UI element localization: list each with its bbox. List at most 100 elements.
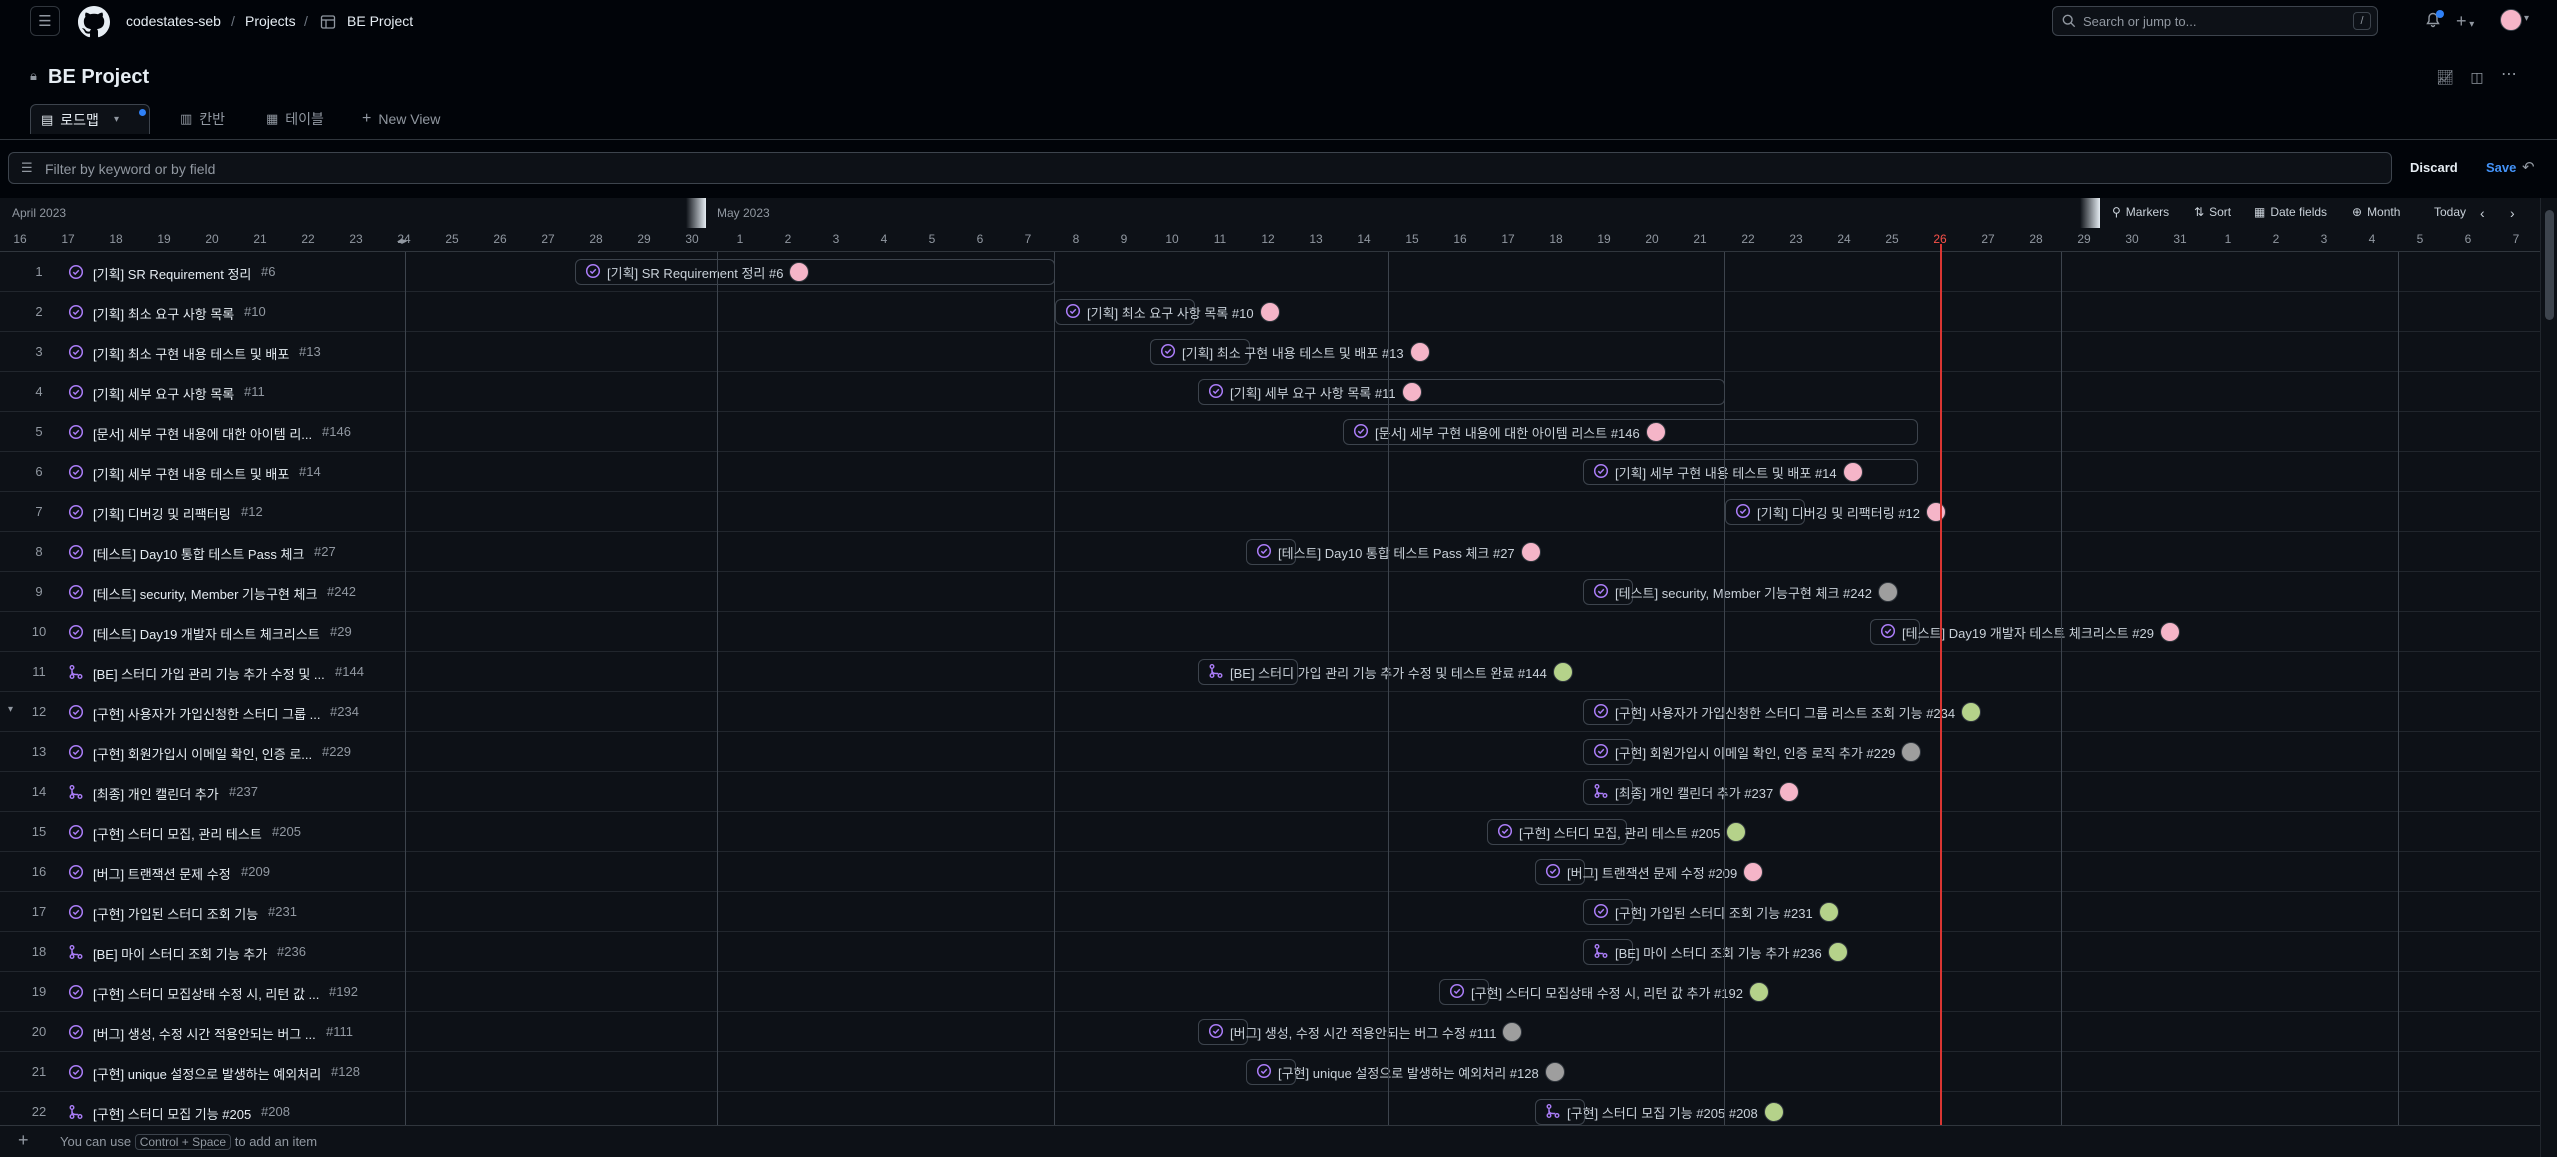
row-title[interactable]: [구현] unique 설정으로 발생하는 예외처리: [93, 1067, 322, 1082]
assignee-avatar[interactable]: [1779, 782, 1800, 802]
timeline-bar[interactable]: [1198, 1019, 1248, 1045]
zoom-button[interactable]: ⊕Month: [2352, 205, 2400, 219]
row-title[interactable]: [기획] 세부 요구 사항 목록: [93, 387, 235, 402]
table-row[interactable]: 6[기획] 세부 구현 내용 테스트 및 배포#14[기획] 세부 구현 내용 …: [0, 452, 2540, 492]
search-input[interactable]: Search or jump to... /: [2052, 6, 2378, 36]
vertical-scrollbar[interactable]: [2540, 198, 2557, 1157]
assignee-avatar[interactable]: [1520, 542, 1541, 562]
side-panel-icon[interactable]: ◫: [2470, 69, 2484, 85]
chevron-down-icon[interactable]: ▾: [113, 114, 119, 125]
row-title[interactable]: [버그] 트랜잭션 문제 수정: [93, 867, 231, 882]
table-row[interactable]: 16[버그] 트랜잭션 문제 수정#209[버그] 트랜잭션 문제 수정 #20…: [0, 852, 2540, 892]
tab-new-view[interactable]: + New View: [362, 104, 440, 134]
assignee-avatar[interactable]: [1401, 382, 1422, 402]
bar-label[interactable]: [문서] 세부 구현 내용에 대한 아이템 리스트 #146: [1353, 422, 1666, 442]
breadcrumb-org[interactable]: codestates-seb: [126, 13, 221, 29]
avatar[interactable]: [2500, 9, 2522, 31]
timeline-bar[interactable]: [1583, 739, 1633, 765]
assignee-avatar[interactable]: [1552, 662, 1573, 682]
row-title[interactable]: [기획] SR Requirement 정리: [93, 267, 252, 282]
expand-caret-icon[interactable]: ▾: [8, 704, 14, 715]
hamburger-menu-icon[interactable]: ☰: [30, 6, 60, 36]
table-row[interactable]: 19[구현] 스터디 모집상태 수정 시, 리턴 값 ...#192[구현] 스…: [0, 972, 2540, 1012]
assignee-avatar[interactable]: [1544, 1062, 1565, 1082]
bar-label[interactable]: [구현] 가입된 스터디 조회 기능 #231: [1593, 902, 1839, 922]
table-row[interactable]: 21[구현] unique 설정으로 발생하는 예외처리#128[구현] uni…: [0, 1052, 2540, 1092]
timeline-bar[interactable]: [1583, 699, 1633, 725]
table-row[interactable]: 3[기획] 최소 구현 내용 테스트 및 배포#13[기획] 최소 구현 내용 …: [0, 332, 2540, 372]
assignee-avatar[interactable]: [1726, 822, 1747, 842]
assignee-avatar[interactable]: [1818, 902, 1839, 922]
table-row[interactable]: 17[구현] 가입된 스터디 조회 기능#231[구현] 가입된 스터디 조회 …: [0, 892, 2540, 932]
assignee-avatar[interactable]: [1645, 422, 1666, 442]
table-row[interactable]: 15[구현] 스터디 모집, 관리 테스트#205[구현] 스터디 모집, 관리…: [0, 812, 2540, 852]
row-title[interactable]: [BE] 스터디 가입 관리 기능 추가 수정 및 ...: [93, 667, 325, 682]
bar-label[interactable]: [구현] 스터디 모집, 관리 테스트 #205: [1497, 822, 1747, 842]
row-title[interactable]: [테스트] Day10 통합 테스트 Pass 체크: [93, 547, 305, 562]
bar-label[interactable]: [기획] 세부 구현 내용 테스트 및 배포 #14: [1593, 462, 1863, 482]
chevron-left-icon[interactable]: ‹: [2480, 205, 2485, 221]
bar-label[interactable]: [기획] 최소 구현 내용 테스트 및 배포 #13: [1160, 342, 1430, 362]
timeline-bar[interactable]: [1583, 939, 1633, 965]
bar-label[interactable]: [기획] 최소 요구 사항 목록 #10: [1065, 302, 1280, 322]
scrollbar-thumb[interactable]: [2545, 210, 2554, 320]
timeline-bar[interactable]: [575, 259, 1055, 285]
breadcrumb-project[interactable]: BE Project: [347, 13, 414, 29]
assignee-avatar[interactable]: [1763, 1102, 1784, 1122]
table-row[interactable]: 2[기획] 최소 요구 사항 목록#10[기획] 최소 요구 사항 목록 #10: [0, 292, 2540, 332]
row-title[interactable]: [구현] 사용자가 가입신청한 스터디 그룹 ...: [93, 707, 321, 722]
notifications-button[interactable]: [2418, 6, 2448, 36]
more-options-icon[interactable]: ⋯: [2501, 66, 2517, 83]
bar-label[interactable]: [버그] 트랜잭션 문제 수정 #209: [1545, 862, 1764, 882]
bar-label[interactable]: [기획] 세부 요구 사항 목록 #11: [1208, 382, 1422, 402]
assignee-avatar[interactable]: [789, 262, 810, 282]
bar-label[interactable]: [테스트] Day10 통합 테스트 Pass 체크 #27: [1256, 542, 1541, 562]
row-title[interactable]: [기획] 최소 구현 내용 테스트 및 배포: [93, 347, 290, 362]
bar-label[interactable]: [구현] 회원가입시 이메일 확인, 인증 로직 추가 #229: [1593, 742, 1922, 762]
table-row[interactable]: 12[구현] 사용자가 가입신청한 스터디 그룹 ...#234[구현] 사용자…: [0, 692, 2540, 732]
row-title[interactable]: [문서] 세부 구현 내용에 대한 아이템 리...: [93, 427, 313, 442]
timeline-bar[interactable]: [1055, 299, 1195, 325]
bar-label[interactable]: [구현] unique 설정으로 발생하는 예외처리 #128: [1256, 1062, 1565, 1082]
bar-label[interactable]: [버그] 생성, 수정 시간 적용안되는 버그 수정 #111: [1208, 1022, 1523, 1042]
row-title[interactable]: [구현] 스터디 모집상태 수정 시, 리턴 값 ...: [93, 987, 320, 1002]
table-row[interactable]: 5[문서] 세부 구현 내용에 대한 아이템 리...#146[문서] 세부 구…: [0, 412, 2540, 452]
row-title[interactable]: [BE] 마이 스터디 조회 기능 추가: [93, 947, 268, 962]
plus-icon[interactable]: +: [18, 1130, 29, 1150]
save-button[interactable]: Save: [2486, 159, 2517, 175]
timeline-bar[interactable]: [1487, 819, 1627, 845]
breadcrumb-projects[interactable]: Projects: [245, 13, 296, 29]
markers-button[interactable]: ⚲Markers: [2112, 205, 2169, 219]
bar-label[interactable]: [BE] 마이 스터디 조회 기능 추가 #236: [1593, 942, 1848, 962]
bar-label[interactable]: [기획] SR Requirement 정리 #6: [585, 262, 810, 282]
sort-button[interactable]: ⇅Sort: [2194, 205, 2231, 219]
row-title[interactable]: [구현] 회원가입시 이메일 확인, 인증 로...: [93, 747, 313, 762]
assignee-avatar[interactable]: [1842, 462, 1863, 482]
timeline-bar[interactable]: [1535, 1099, 1585, 1125]
github-logo-icon[interactable]: [78, 6, 110, 38]
discard-button[interactable]: Discard: [2410, 159, 2458, 175]
table-row[interactable]: 11[BE] 스터디 가입 관리 기능 추가 수정 및 ...#144[BE] …: [0, 652, 2540, 692]
assignee-avatar[interactable]: [1748, 982, 1769, 1002]
bar-label[interactable]: [BE] 스터디 가입 관리 기능 추가 수정 및 테스트 완료 #144: [1208, 662, 1573, 682]
table-row[interactable]: 14[최종] 개인 캘린더 추가#237[최종] 개인 캘린더 추가 #237: [0, 772, 2540, 812]
timeline-bar[interactable]: [1198, 659, 1298, 685]
tab-board[interactable]: ▥ 칸반: [180, 104, 225, 134]
timeline-bar[interactable]: [1583, 579, 1633, 605]
assignee-avatar[interactable]: [1409, 342, 1430, 362]
undo-icon[interactable]: ↶: [2522, 159, 2535, 176]
assignee-avatar[interactable]: [1743, 862, 1764, 882]
timeline-bar[interactable]: [1150, 339, 1250, 365]
row-title[interactable]: [구현] 스터디 모집, 관리 테스트: [93, 827, 262, 842]
resize-handle-icon[interactable]: ◂▸: [397, 236, 408, 247]
table-row[interactable]: 10[테스트] Day19 개발자 테스트 체크리스트#29[테스트] Day1…: [0, 612, 2540, 652]
row-title[interactable]: [최종] 개인 캘린더 추가: [93, 787, 219, 802]
table-row[interactable]: 13[구현] 회원가입시 이메일 확인, 인증 로...#229[구현] 회원가…: [0, 732, 2540, 772]
bar-label[interactable]: [테스트] Day19 개발자 테스트 체크리스트 #29: [1880, 622, 2180, 642]
bar-label[interactable]: [구현] 사용자가 가입신청한 스터디 그룹 리스트 조회 기능 #234: [1593, 702, 1982, 722]
row-title[interactable]: [기획] 세부 구현 내용 테스트 및 배포: [93, 467, 290, 482]
assignee-avatar[interactable]: [1502, 1022, 1523, 1042]
table-row[interactable]: 8[테스트] Day10 통합 테스트 Pass 체크#27[테스트] Day1…: [0, 532, 2540, 572]
row-title[interactable]: [구현] 가입된 스터디 조회 기능: [93, 907, 259, 922]
timeline-bar[interactable]: [1725, 499, 1805, 525]
